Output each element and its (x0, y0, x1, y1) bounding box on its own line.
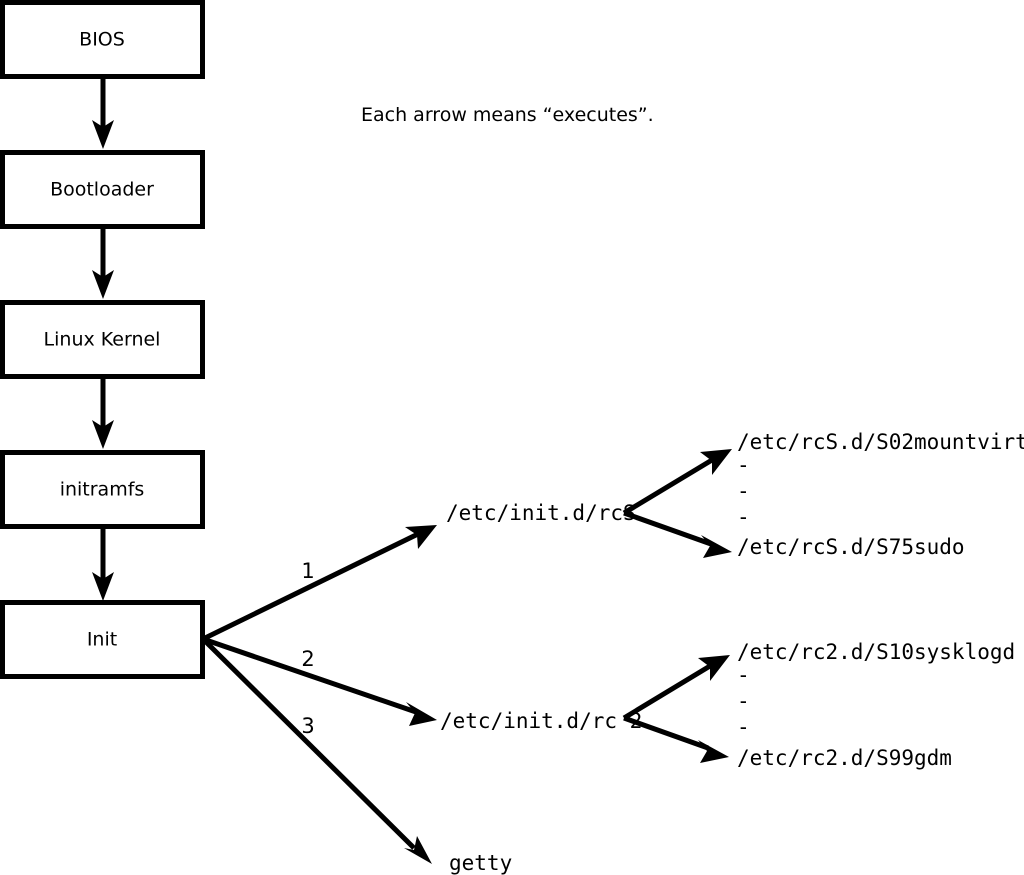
ellipsis-dash-rc2-1: - (737, 663, 750, 687)
script-label-rc2-first: /etc/rc2.d/S10sysklogd (737, 640, 1015, 664)
arrow-head-icon (92, 270, 114, 299)
ellipsis-dash-rcS-2: - (737, 479, 750, 503)
ellipsis-dash-rcS-1: - (737, 453, 750, 477)
edge-init-to-rcS (201, 525, 437, 642)
node-init[interactable]: Init (0, 600, 205, 679)
branch-label-init-d-rc2: /etc/init.d/rc 2 (440, 709, 642, 733)
chain-connector-bootloader-to-kernel (92, 227, 114, 299)
arrow-head-icon (701, 535, 732, 558)
edge-init-to-rc2 (202, 636, 437, 726)
chain-connector-initramfs-to-init (92, 527, 114, 601)
script-label-rc2-last: /etc/rc2.d/S99gdm (737, 746, 952, 770)
script-label-rcS-first: /etc/rcS.d/S02mountvirtfs (737, 430, 1024, 454)
edge-rc2-to-last-script (623, 715, 729, 763)
node-bootloader[interactable]: Bootloader (0, 150, 205, 229)
edge-rc2-to-first-script (622, 655, 730, 721)
node-initramfs[interactable]: initramfs (0, 450, 205, 529)
chain-connector-kernel-to-initramfs (92, 377, 114, 449)
arrow-head-icon (700, 449, 732, 475)
node-linux-kernel-label: Linux Kernel (44, 329, 161, 351)
arrow-head-icon (92, 420, 114, 449)
chain-connector-bios-to-bootloader (92, 77, 114, 149)
arrow-head-icon (404, 836, 432, 864)
edge-number-2: 2 (301, 647, 314, 671)
node-linux-kernel[interactable]: Linux Kernel (0, 300, 205, 379)
branch-label-init-d-rcS: /etc/init.d/rcS (446, 501, 636, 525)
ellipsis-dash-rc2-3: - (737, 715, 750, 739)
node-bootloader-label: Bootloader (50, 179, 154, 201)
node-bios[interactable]: BIOS (0, 0, 205, 79)
arrow-head-icon (698, 740, 729, 763)
arrow-head-icon (92, 572, 114, 601)
branch-label-getty: getty (449, 851, 512, 875)
diagram-caption: Each arrow means “executes”. (361, 104, 654, 126)
ellipsis-dash-rcS-3: - (737, 505, 750, 529)
edge-init-to-getty (201, 637, 432, 864)
arrow-head-icon (405, 525, 437, 549)
node-bios-label: BIOS (79, 29, 125, 51)
edge-rcS-to-last-script (623, 510, 732, 558)
arrow-head-icon (698, 655, 730, 681)
ellipsis-dash-rc2-2: - (737, 689, 750, 713)
node-init-label: Init (87, 629, 117, 651)
edge-number-3: 3 (301, 714, 314, 738)
arrow-head-icon (406, 702, 437, 726)
script-label-rcS-last: /etc/rcS.d/S75sudo (737, 535, 965, 559)
edge-number-1: 1 (301, 559, 314, 583)
node-initramfs-label: initramfs (60, 479, 145, 501)
arrow-head-icon (92, 120, 114, 149)
edge-rcS-to-first-script (622, 449, 732, 516)
